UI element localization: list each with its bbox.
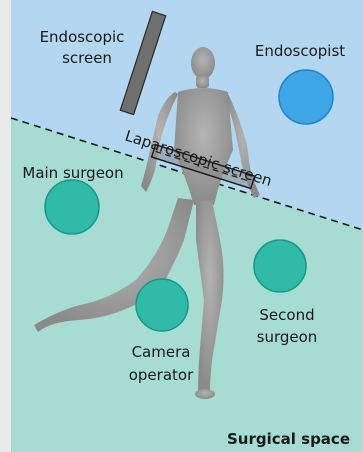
main-surgeon-circle <box>45 180 99 234</box>
camera-operator-label-1: Camera <box>132 343 191 361</box>
camera-operator-label-2: operator <box>129 366 194 384</box>
second-surgeon-label-1: Second <box>259 306 314 324</box>
endoscopic-screen-label-1: Endoscopic <box>40 28 125 46</box>
endoscopist-label: Endoscopist <box>255 42 345 60</box>
surgical-space-label: Surgical space <box>227 430 350 448</box>
endoscopist-circle <box>279 70 333 124</box>
second-surgeon-label-2: surgeon <box>257 328 318 346</box>
camera-operator-circle <box>136 279 188 331</box>
main-surgeon-label: Main surgeon <box>22 164 123 182</box>
second-surgeon-circle <box>254 240 306 292</box>
endoscopic-screen-label-2: screen <box>62 49 112 67</box>
